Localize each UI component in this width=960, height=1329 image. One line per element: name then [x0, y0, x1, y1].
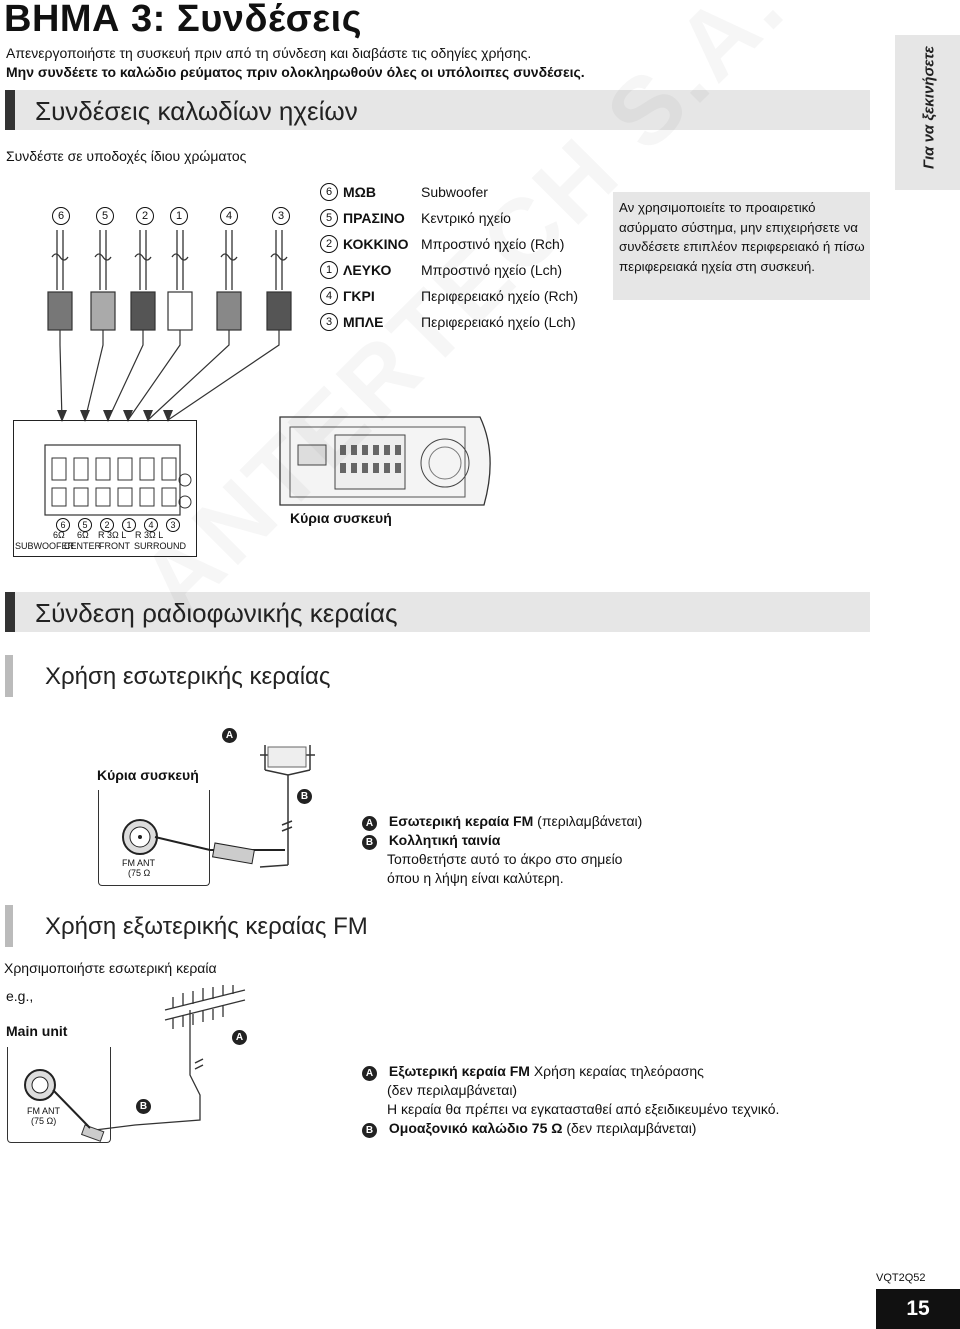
main-unit-label-external: Main unit	[6, 1023, 68, 1039]
page-title: ΒΗΜΑ 3: Συνδέσεις	[4, 0, 362, 40]
terminal-label-surround: SURROUND	[134, 541, 187, 551]
main-unit-box-indoor	[98, 790, 210, 886]
document-code: VQT2Q52	[876, 1272, 926, 1284]
main-unit-box-external	[7, 1047, 111, 1143]
side-tab-label: Για να ξεκινήσετε	[920, 46, 938, 169]
indoor-antenna-wire	[259, 745, 315, 868]
section-heading-text: Σύνδεση ραδιοφωνικής κεραίας	[35, 598, 398, 628]
jack-label-external-1: FM ANT	[27, 1106, 60, 1116]
terminal-block	[44, 444, 192, 516]
cable-number-6: 6	[52, 206, 70, 225]
section-accent	[5, 90, 15, 130]
subheading-external-antenna: Χρήση εξωτερικής κεραίας FM	[5, 905, 505, 947]
indoor-legend-a: A Εσωτερική κεραία FM (περιλαμβάνεται)	[362, 813, 642, 831]
cable-number-1: 1	[170, 206, 188, 225]
external-legend-b: B Ομοαξονικό καλώδιο 75 Ω (δεν περιλαμβά…	[362, 1120, 696, 1138]
marker-a-indoor: A	[222, 725, 237, 743]
wireless-note: Αν χρησιμοποιείτε το προαιρετικό ασύρματ…	[613, 192, 870, 300]
section-accent	[5, 592, 15, 632]
terminal-label-center: CENTER	[64, 541, 102, 551]
external-legend-a-line2: (δεν περιλαμβάνεται)	[387, 1082, 518, 1098]
indoor-antenna-connector	[122, 819, 285, 865]
section-heading-antenna: Σύνδεση ραδιοφωνικής κεραίας	[5, 592, 870, 632]
cable-number-2: 2	[136, 206, 154, 225]
terminal-ohm-center: 6Ω	[77, 530, 89, 540]
indoor-legend-b: B Κολλητική ταινία	[362, 832, 500, 850]
subheading-accent	[5, 655, 13, 697]
cable-number-3: 3	[272, 206, 290, 225]
side-tab: Για να ξεκινήσετε	[895, 35, 960, 190]
external-line-1: Χρησιμοποιήστε εσωτερική κεραία	[4, 960, 217, 976]
terminal-ohm-surround: R 3Ω L	[135, 530, 164, 540]
jack-label-indoor-1: FM ANT	[122, 858, 155, 868]
indoor-legend-b-line3: όπου η λήψη είναι καλύτερη.	[387, 870, 564, 886]
subheading-text: Χρήση εξωτερικής κεραίας FM	[45, 913, 368, 940]
subheading-indoor-antenna: Χρήση εσωτερικής κεραίας	[5, 655, 505, 697]
page-number: 15	[876, 1289, 960, 1329]
external-legend-a: A Εξωτερική κεραία FM Χρήση κεραίας τηλε…	[362, 1063, 704, 1081]
indoor-legend-b-line2: Τοποθετήστε αυτό το άκρο στο σημείο	[387, 851, 623, 867]
terminal-label-subwoofer: SUBWOOFER	[15, 541, 75, 551]
jack-label-indoor-2: (75 Ω	[128, 868, 151, 878]
terminal-label-front: FRONT	[99, 541, 130, 551]
external-legend-a-line3: Η κεραία θα πρέπει να εγκατασταθεί από ε…	[387, 1101, 780, 1117]
main-unit-label-indoor: Κύρια συσκευή	[97, 767, 199, 783]
main-unit-label-speakers: Κύρια συσκευή	[290, 510, 392, 526]
section-heading-text: Συνδέσεις καλωδίων ηχείων	[35, 96, 358, 126]
jack-label-external-2: (75 Ω)	[31, 1116, 57, 1126]
cable-number-5: 5	[96, 206, 114, 225]
speaker-cable-diagram	[47, 230, 292, 422]
external-antenna-illustration	[24, 985, 246, 1142]
speaker-terminal-panel	[13, 420, 197, 557]
terminal-numbers: 6 5 2 1 4 3	[56, 518, 180, 532]
subheading-text: Χρήση εσωτερικής κεραίας	[45, 663, 331, 690]
terminal-ohm-front: R 3Ω L	[98, 530, 127, 540]
terminal-ohm-sub: 6Ω	[53, 530, 65, 540]
subheading-accent	[5, 905, 13, 947]
cable-number-4: 4	[220, 206, 238, 225]
marker-b-indoor: B	[297, 786, 312, 804]
marker-b-external: B	[136, 1096, 151, 1114]
external-eg: e.g.,	[6, 988, 34, 1004]
main-unit-rear-illustration	[279, 416, 491, 506]
marker-a-external: A	[232, 1027, 247, 1045]
intro-line-2: Μην συνδέετε το καλώδιο ρεύματος πριν ολ…	[6, 64, 585, 80]
section-heading-speaker-cables: Συνδέσεις καλωδίων ηχείων	[5, 90, 870, 130]
section-subtitle: Συνδέστε σε υποδοχές ίδιου χρώματος	[6, 148, 247, 164]
intro-line-1: Απενεργοποιήστε τη συσκευή πριν από τη σ…	[6, 45, 532, 61]
